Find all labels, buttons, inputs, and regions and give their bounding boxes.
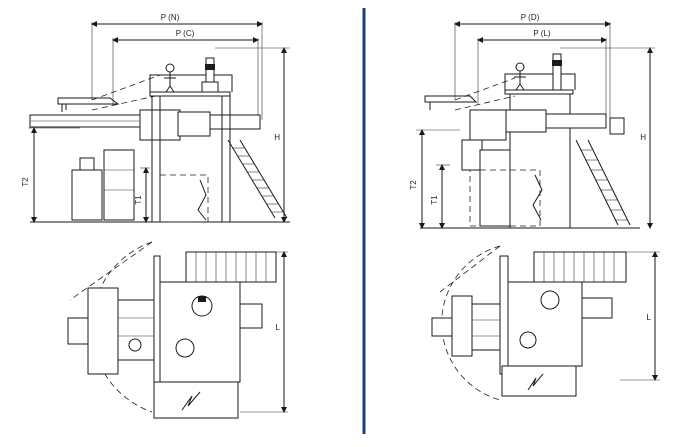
dim-h-right: H [640, 133, 646, 142]
dim-p-d: P (D) [521, 13, 540, 22]
dim-t2-right: T2 [409, 180, 418, 190]
dim-l: L [276, 323, 281, 332]
dim-t1-right: T1 [430, 195, 439, 205]
dim-h: H [274, 133, 280, 142]
dim-l-right: L [647, 313, 652, 322]
right-elevation-view: P (D) P (L) H T2 T1 [409, 13, 655, 229]
dim-t2: T2 [21, 177, 30, 187]
dim-t1: T1 [134, 195, 143, 205]
left-elevation-view: P (N) P (C) H T2 T1 [21, 13, 290, 223]
dim-p-l: P (L) [533, 29, 551, 38]
dim-p-c: P (C) [176, 29, 195, 38]
right-plan-view: L [431, 245, 660, 401]
left-plan-view: L [67, 241, 288, 419]
dim-p-n: P (N) [161, 13, 180, 22]
